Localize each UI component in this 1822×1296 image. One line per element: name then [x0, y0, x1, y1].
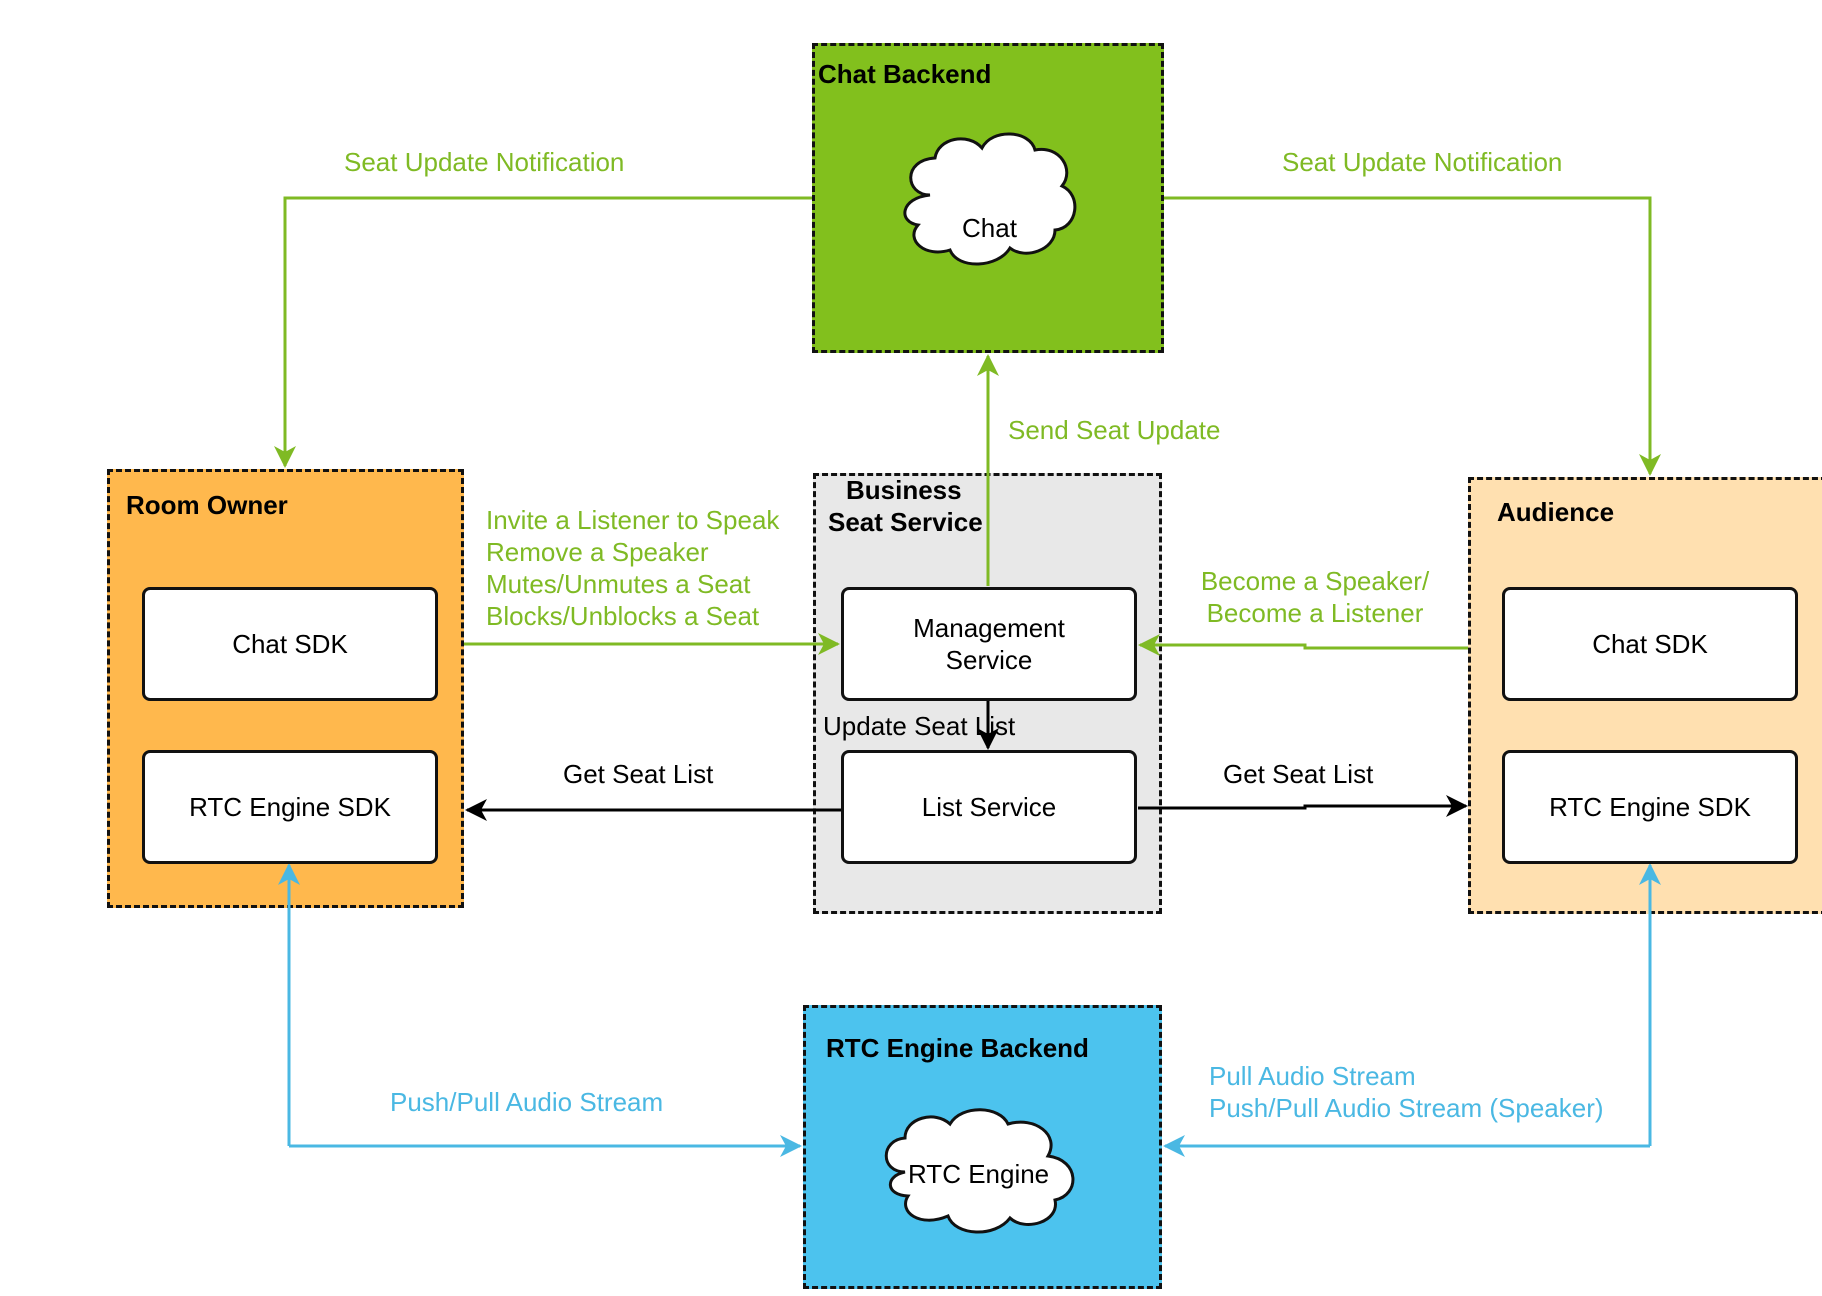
label-audience-action-1: Become a Speaker/ [1200, 566, 1430, 596]
audience-title: Audience [1497, 497, 1615, 527]
edge-audience-actions [1138, 634, 1468, 656]
management-service-line2: Service [945, 645, 1033, 675]
room-owner-title: Room Owner [126, 490, 288, 520]
audience-chat-sdk: Chat SDK [1502, 587, 1798, 701]
label-owner-action-4: Blocks/Unblocks a Seat [486, 601, 760, 631]
chat-cloud-label: Chat [962, 213, 1017, 243]
rtc-engine-backend-title: RTC Engine Backend [826, 1033, 1089, 1063]
label-send-seat-update: Send Seat Update [1008, 415, 1221, 445]
management-service: Management Service [841, 587, 1137, 701]
audience-rtc-sdk-label: RTC Engine SDK [1549, 792, 1751, 822]
label-owner-action-3: Mutes/Unmutes a Seat [486, 569, 751, 599]
edge-seat-update-left [274, 196, 812, 468]
label-push-pull-left: Push/Pull Audio Stream [390, 1087, 664, 1117]
chat-backend-title: Chat Backend [818, 59, 992, 89]
list-service-label: List Service [921, 792, 1057, 822]
list-service: List Service [841, 750, 1137, 864]
label-owner-action-1: Invite a Listener to Speak [486, 505, 780, 535]
label-get-seat-list-left: Get Seat List [563, 759, 714, 789]
rtc-engine-cloud-label: RTC Engine [908, 1159, 1050, 1189]
edge-get-seat-list-right [1138, 795, 1468, 817]
room-owner-chat-sdk: Chat SDK [142, 587, 438, 701]
label-seat-update-left: Seat Update Notification [344, 147, 625, 177]
label-pull-right-1: Pull Audio Stream [1209, 1061, 1416, 1091]
business-title-line1: Business [846, 475, 962, 505]
label-update-seat-list: Update Seat List [823, 711, 1016, 741]
label-get-seat-list-right: Get Seat List [1223, 759, 1374, 789]
label-audience-action-2: Become a Listener [1206, 598, 1424, 628]
rtc-engine-cloud-shape [884, 1108, 1075, 1234]
edge-seat-update-right [1164, 196, 1661, 476]
room-owner-rtc-engine-sdk: RTC Engine SDK [142, 750, 438, 864]
audience-rtc-engine-sdk: RTC Engine SDK [1502, 750, 1798, 864]
label-owner-action-2: Remove a Speaker [486, 537, 709, 567]
room-owner-chat-sdk-label: Chat SDK [232, 629, 348, 659]
management-service-line1: Management [913, 613, 1065, 643]
business-title-line2: Seat Service [828, 507, 983, 537]
room-owner-rtc-sdk-label: RTC Engine SDK [189, 792, 391, 822]
label-seat-update-right: Seat Update Notification [1282, 147, 1563, 177]
chat-cloud-shape [903, 132, 1077, 266]
audience-chat-sdk-label: Chat SDK [1592, 629, 1708, 659]
label-pull-right-2: Push/Pull Audio Stream (Speaker) [1209, 1093, 1604, 1123]
